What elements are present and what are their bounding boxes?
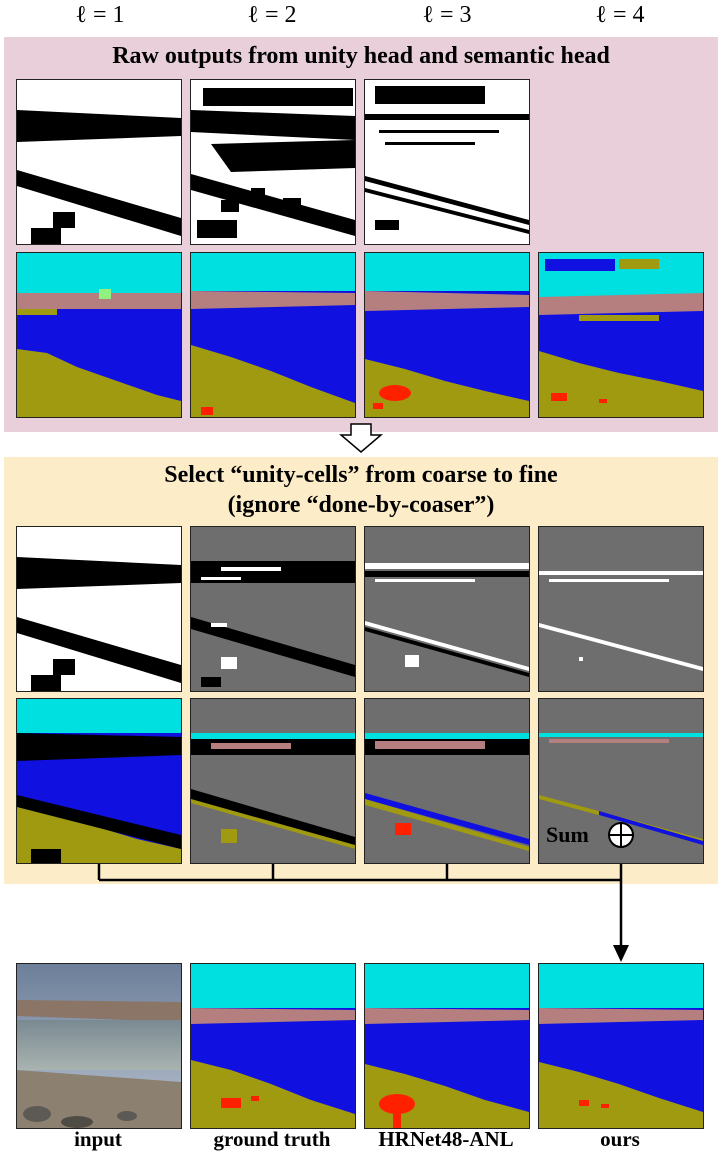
select-title-line2: (ignore “done-by-coaser”) (227, 492, 495, 518)
selected-unity-map-l4 (538, 526, 704, 692)
caption-input: input (74, 1127, 122, 1151)
ours-map (538, 963, 704, 1129)
select-title-line1: Select “unity-cells” from coarse to fine (164, 462, 558, 488)
arrow-down-icon (339, 423, 383, 453)
level-label-3: ℓ = 3 (422, 2, 472, 28)
caption-hrnet48-anl: HRNet48-ANL (378, 1127, 514, 1151)
raw-semantic-map-l4 (538, 252, 704, 418)
selected-unity-map-l2 (190, 526, 356, 692)
selected-semantic-map-l2 (190, 698, 356, 864)
raw-unity-map-l2 (190, 79, 356, 245)
raw-unity-map-l3 (364, 79, 530, 245)
level-label-2: ℓ = 2 (247, 2, 297, 28)
raw-semantic-map-l3 (364, 252, 530, 418)
caption-ours: ours (600, 1127, 640, 1151)
input-image (16, 963, 182, 1129)
selected-unity-map-l3 (364, 526, 530, 692)
ground-truth-map (190, 963, 356, 1129)
level-label-4: ℓ = 4 (595, 2, 645, 28)
raw-unity-map-l1 (16, 79, 182, 245)
caption-ground-truth: ground truth (213, 1127, 331, 1151)
level-label-1: ℓ = 1 (75, 2, 125, 28)
raw-semantic-map-l2 (190, 252, 356, 418)
raw-outputs-title: Raw outputs from unity head and semantic… (112, 43, 610, 69)
selected-semantic-map-l3 (364, 698, 530, 864)
sum-label: Sum (546, 822, 589, 847)
raw-semantic-map-l1 (16, 252, 182, 418)
selected-unity-map-l1 (16, 526, 182, 692)
selected-semantic-map-l1 (16, 698, 182, 864)
hrnet48-anl-map (364, 963, 530, 1129)
